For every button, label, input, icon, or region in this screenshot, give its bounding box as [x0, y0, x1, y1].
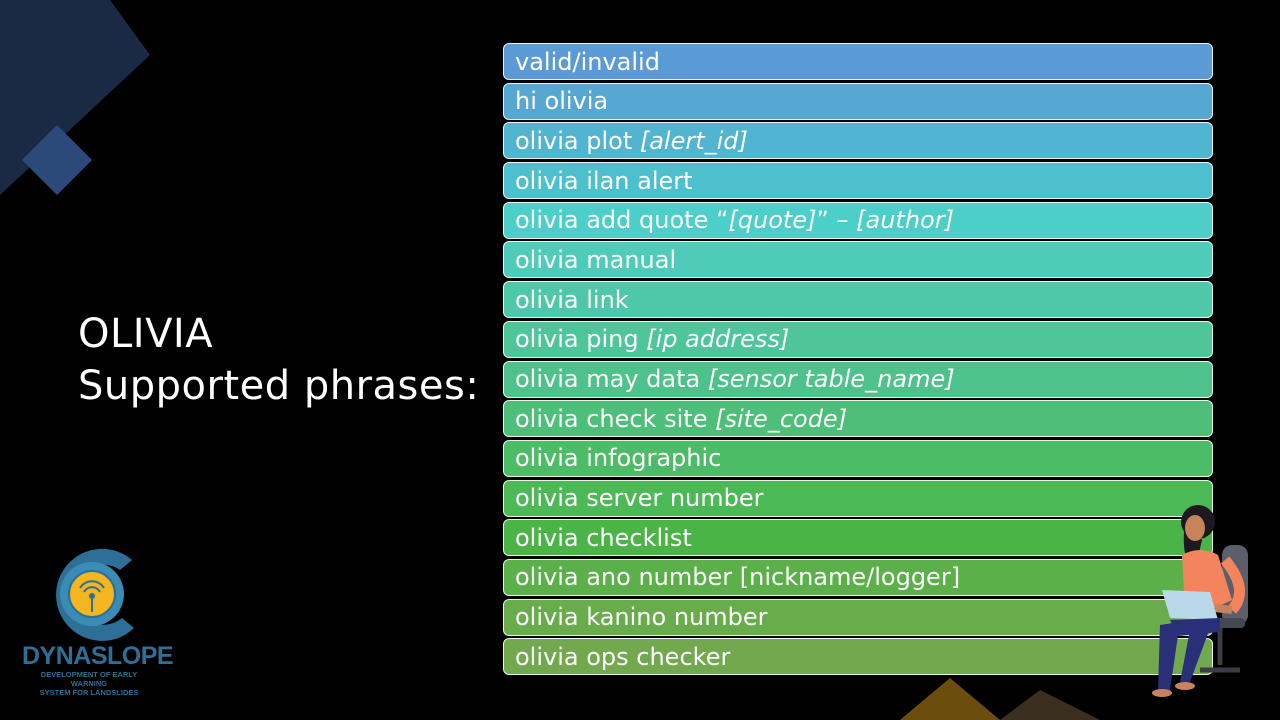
phrase-text: valid/invalid	[515, 47, 660, 76]
phrase-text: olivia ops checker	[515, 642, 731, 671]
phrase-text: hi olivia	[515, 87, 609, 116]
title-line-1: OLIVIA	[78, 311, 214, 357]
phrase-item: olivia server number	[503, 479, 1213, 517]
phrase-text: olivia checklist	[515, 523, 692, 552]
phrase-text: olivia kanino number	[515, 603, 768, 632]
phrase-text: olivia manual	[515, 245, 677, 274]
person-with-laptop-illustration	[1152, 505, 1248, 697]
logo-name: DYNASLOPE	[22, 642, 174, 670]
logo-subtitle-1: DEVELOPMENT OF EARLY WARNING	[40, 670, 138, 688]
phrase-text: olivia may data	[515, 365, 708, 393]
phrase-text: olivia ping	[515, 325, 647, 354]
phrase-item: olivia add quote “[quote]” – [author]	[503, 201, 1213, 239]
logo-subtitle-2: SYSTEM FOR LANDSLIDES	[39, 688, 139, 697]
phrase-text: olivia infographic	[515, 444, 722, 473]
dynaslope-logo-icon	[56, 548, 134, 641]
phrase-item: olivia manual	[503, 241, 1213, 279]
phrase-argument: [ip address]	[646, 325, 790, 354]
phrase-item: olivia infographic	[503, 439, 1213, 477]
phrase-item: olivia ops checker	[503, 638, 1213, 676]
logo-text: DYNASLOPE DEVELOPMENT OF EARLY WARNING S…	[22, 642, 174, 697]
phrase-argument-2: [author]	[856, 206, 954, 235]
phrase-text: olivia server number	[515, 484, 764, 513]
phrase-item: olivia plot [alert_id]	[503, 122, 1213, 160]
phrase-list: valid/invalid hi olivia olivia plot [alert…	[503, 43, 1213, 678]
phrase-item: olivia ping [ip address]	[503, 320, 1213, 358]
phrase-item: olivia kanino number	[503, 598, 1213, 636]
slide-title: OLIVIA Supported phrases:	[78, 308, 479, 412]
phrase-argument: [site_code]	[715, 404, 848, 433]
phrase-item: olivia may data [sensor table_name]	[503, 360, 1213, 398]
phrase-item: olivia ilan alert	[503, 162, 1213, 200]
phrase-text: olivia plot	[515, 126, 640, 155]
phrase-argument: [alert_id]	[639, 126, 748, 155]
phrase-item: olivia ano number [nickname/logger]	[503, 558, 1213, 596]
phrase-text: olivia ano number [nickname/logger]	[515, 563, 961, 592]
phrase-item: olivia checklist	[503, 519, 1213, 557]
phrase-text-tail: ” –	[816, 206, 857, 235]
phrase-text: olivia ilan alert	[515, 166, 693, 195]
phrase-argument: [quote]	[728, 206, 817, 235]
phrase-text: olivia add quote “	[515, 206, 729, 235]
phrase-text: olivia link	[515, 285, 629, 314]
title-line-2: Supported phrases:	[78, 363, 480, 409]
phrase-item: valid/invalid	[503, 43, 1213, 80]
phrase-argument: [sensor table_name]	[707, 365, 955, 393]
phrase-item: olivia link	[503, 281, 1213, 319]
phrase-item: olivia check site [site_code]	[503, 400, 1213, 438]
phrase-item: hi olivia	[503, 82, 1213, 120]
phrase-text: olivia check site	[515, 404, 716, 433]
